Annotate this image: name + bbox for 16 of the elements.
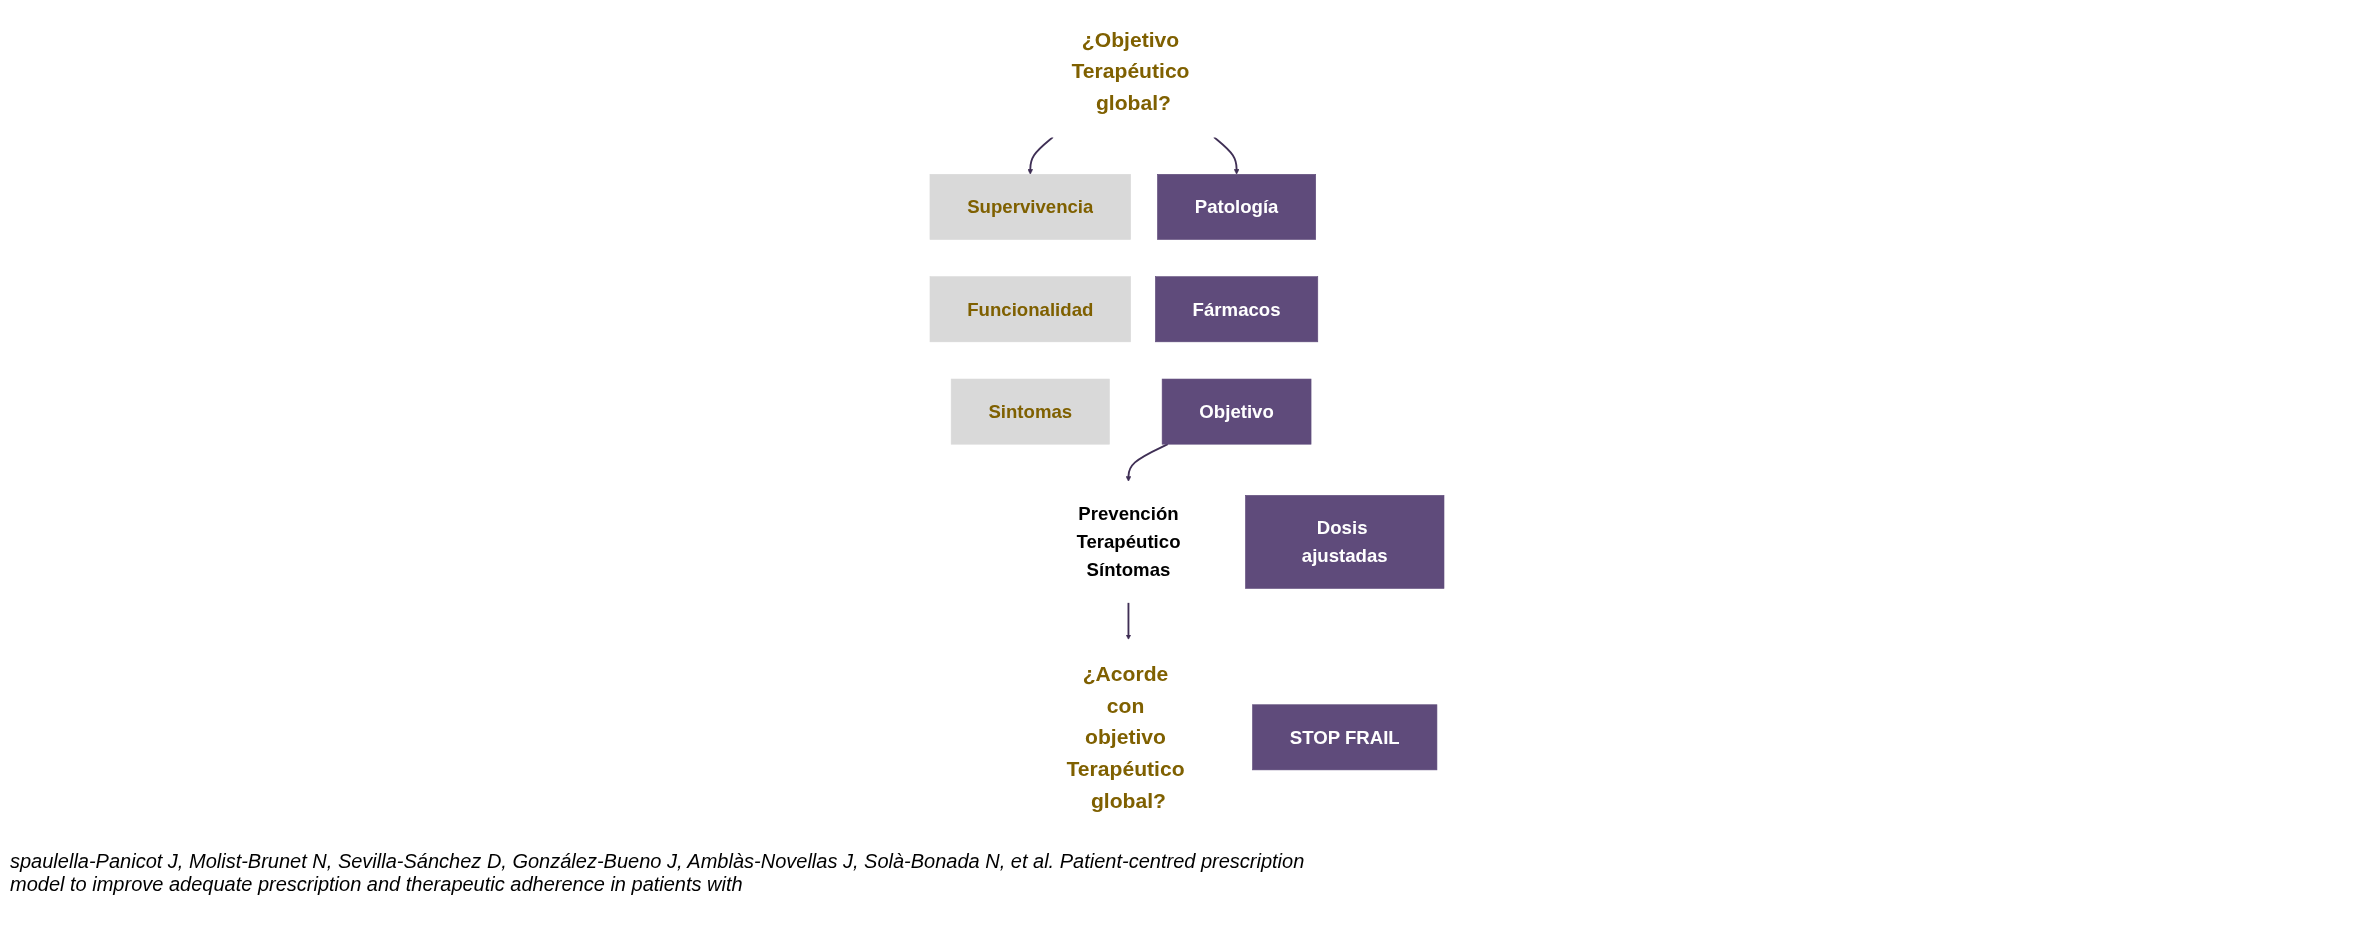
arrow xyxy=(1125,443,1169,482)
node-box: Fármacos xyxy=(1155,276,1319,343)
citation-text: spaulella-Panicot J, Molist-Brunet N, Sevilla-Sánchez D, González-Bueno J, Amblàs-Novellas J, Solà-Bonada N, et al. Patient-centred prescription model to improve adequate prescription and therapeutic adherence in patients with xyxy=(10,850,1306,896)
arrow xyxy=(1125,601,1132,640)
node-box: Patología xyxy=(1157,174,1316,240)
node-box: Supervivencia xyxy=(929,174,1131,240)
node-text: ¿Acorde con objetivo Terapéutico global? xyxy=(1066,661,1185,813)
arrow xyxy=(1027,136,1054,175)
node-text: Prevención Terapéutico Síntomas xyxy=(1076,503,1181,581)
node-box: Funcionalidad xyxy=(929,276,1131,343)
node-box: STOP FRAIL xyxy=(1252,704,1438,771)
node-box: Objetivo xyxy=(1161,378,1312,445)
node-box: Sintomas xyxy=(950,378,1110,445)
node-text: ¿Objetivo Terapéutico global? xyxy=(1071,27,1190,115)
arrow xyxy=(1213,136,1240,175)
node-box: Dosis ajustadas xyxy=(1245,495,1445,589)
